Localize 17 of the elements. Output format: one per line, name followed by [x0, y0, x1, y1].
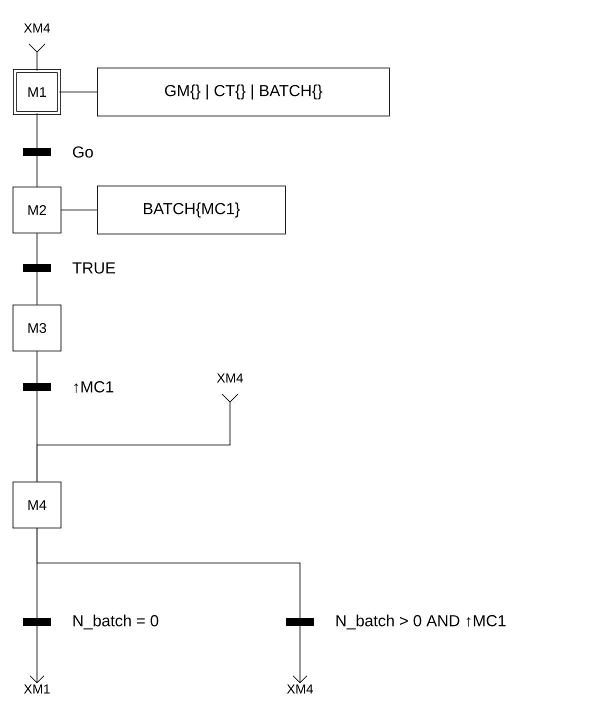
reference-label: XM4: [24, 24, 50, 32]
transition-label: N_batch = 0: [74, 614, 158, 630]
transition-label: ↑MC1: [74, 381, 114, 393]
reference-label: XM4: [216, 374, 243, 382]
transition-label: TRUE: [72, 262, 116, 274]
transition-label: N_batch > 0 AND ↑MC1: [336, 614, 506, 630]
reference-label: XM4: [286, 684, 313, 694]
connector: [28, 44, 46, 72]
transition-label: Go: [73, 146, 93, 158]
step-box: M4: [12, 482, 62, 528]
connector: [36, 394, 238, 482]
reference-label: XM1: [24, 684, 50, 694]
initial-step-box: M1: [13, 69, 61, 115]
step-box: M3: [12, 304, 62, 352]
action-box: BATCH{MC1}: [97, 186, 286, 234]
step-box: M2: [12, 186, 62, 234]
action-box: GM{} | CT{} | BATCH{}: [97, 68, 390, 116]
